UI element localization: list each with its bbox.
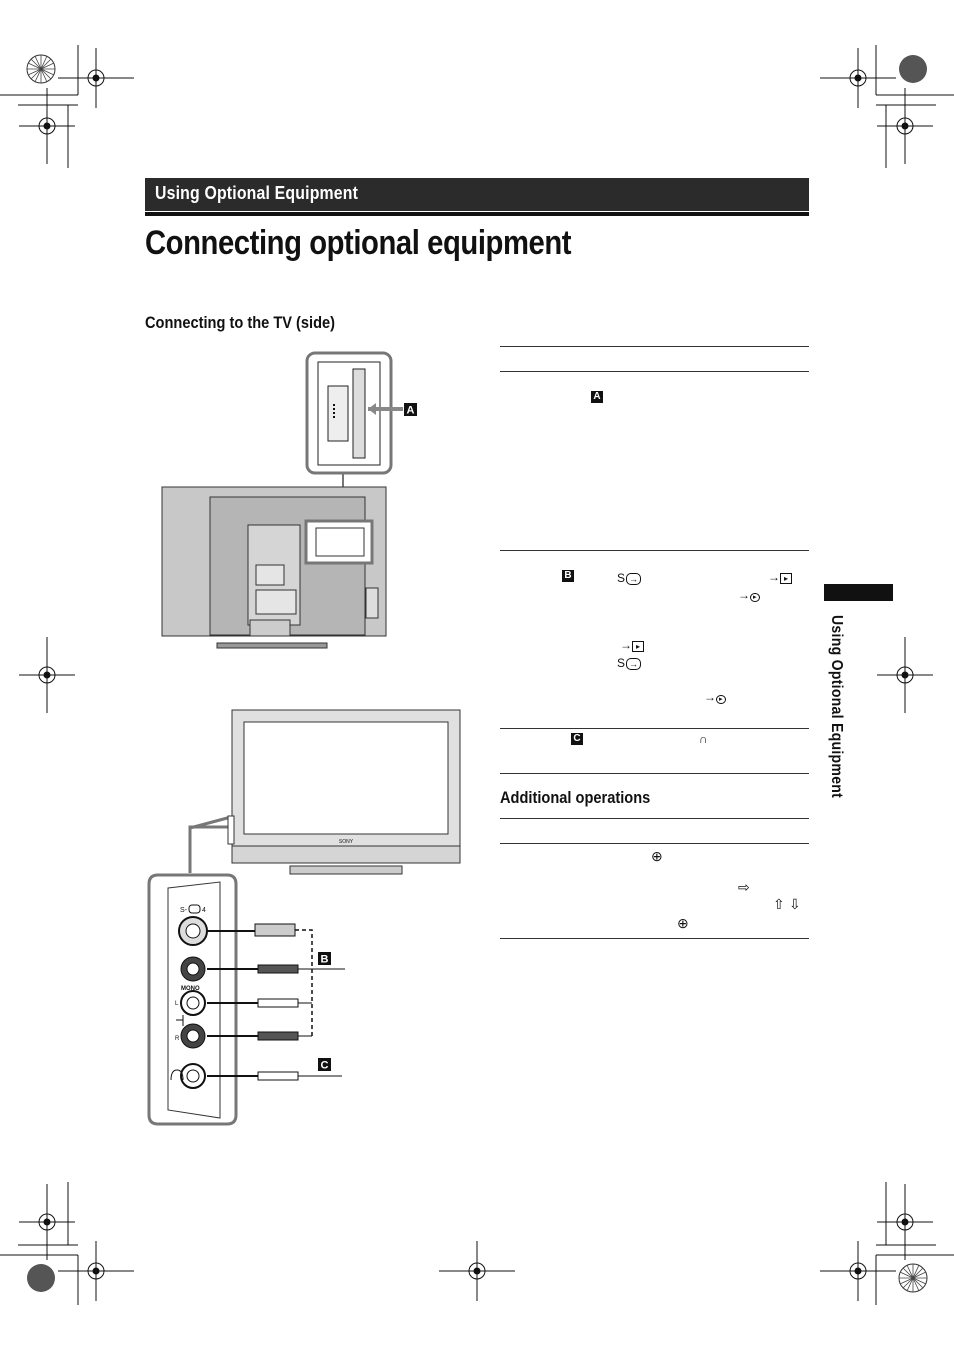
svg-text:B: B [321, 954, 329, 966]
input-icon: →▸ [704, 690, 726, 704]
table-rule [500, 818, 809, 819]
input-icon: →▸ [620, 638, 645, 652]
input-icon: →▸ [738, 588, 760, 602]
side-tab-label: Using Optional Equipment [828, 615, 845, 799]
input-icon: →▸ [768, 570, 793, 584]
right-subheading: Additional operations [500, 788, 651, 807]
svg-text:SONY: SONY [339, 839, 354, 845]
badge-c: C [571, 733, 583, 745]
left-subheading: Connecting to the TV (side) [145, 313, 336, 332]
svg-text:S-: S- [180, 907, 188, 914]
arrow-down-icon: ⇩ [789, 896, 801, 912]
registration-crosshairs [19, 48, 933, 1301]
headphones-icon: ∩ [699, 732, 708, 746]
s-video-icon: S→ [617, 656, 642, 670]
side-tab-marker [824, 584, 893, 601]
table-rule [500, 346, 809, 347]
svg-text:MONO: MONO [181, 986, 200, 992]
section-label: Using Optional Equipment [155, 183, 359, 203]
table-rule [500, 728, 809, 729]
table-rule [500, 938, 809, 939]
page-title: Connecting optional equipment [145, 224, 572, 262]
s-video-icon: S→ [617, 571, 642, 585]
svg-text:R: R [175, 1036, 180, 1042]
svg-text:L: L [175, 1001, 179, 1007]
svg-text:A: A [407, 405, 415, 417]
table-rule [500, 550, 809, 551]
ok-icon: ⊕ [677, 915, 689, 931]
ok-icon: ⊕ [651, 848, 663, 864]
table-rule [500, 843, 809, 844]
table-rule [500, 773, 809, 774]
table-rule [500, 371, 809, 372]
section-header-underline [145, 212, 809, 216]
svg-text:C: C [321, 1060, 329, 1072]
badge-a: A [591, 391, 603, 403]
section-header-bar [145, 178, 809, 211]
svg-text:4: 4 [202, 907, 206, 914]
arrow-up-icon: ⇧ [773, 896, 785, 912]
arrow-right-icon: ⇨ [738, 879, 750, 895]
badge-b: B [562, 570, 574, 582]
